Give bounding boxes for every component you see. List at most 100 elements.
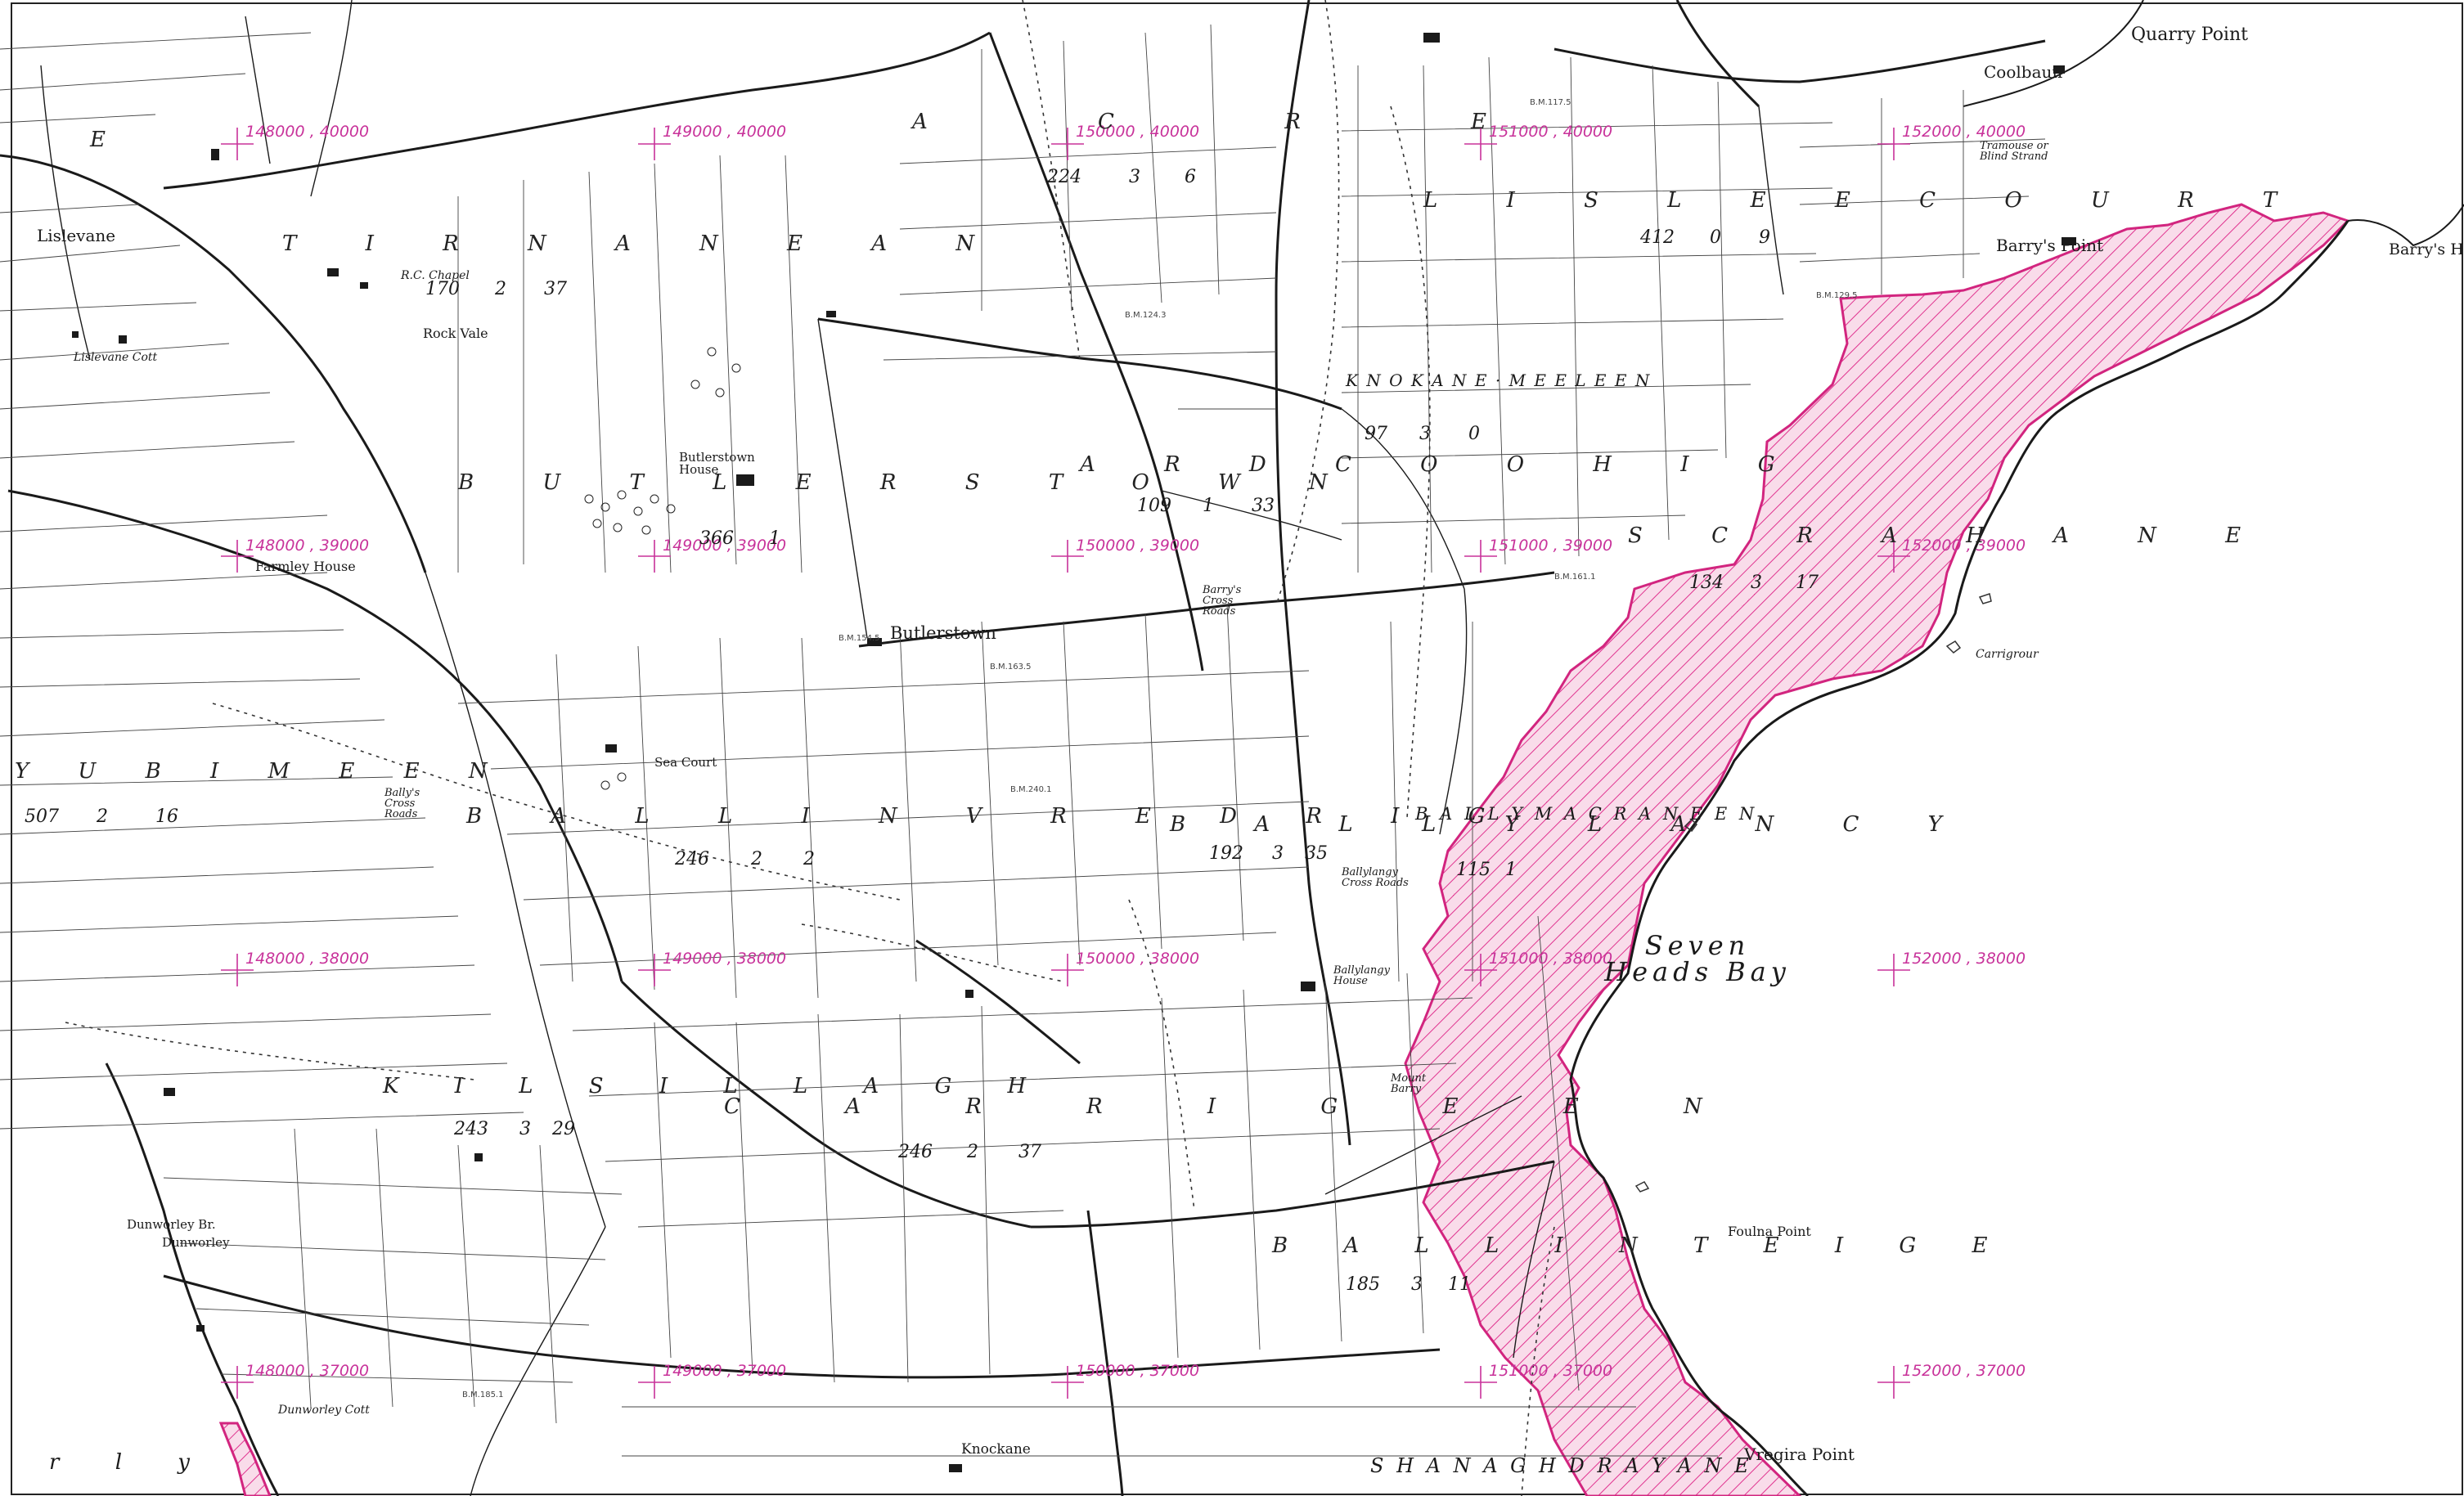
townland-area: 246	[898, 1142, 933, 1162]
townland-area: 97	[1365, 424, 1387, 444]
townland-perch: 17	[1796, 573, 1819, 593]
place-carrigrour[interactable]: Carrigrour	[1976, 648, 2039, 661]
townland-area: 224	[1047, 167, 1081, 187]
spot-height: B.M.154.5	[839, 634, 880, 643]
townland-rood: 1	[1203, 496, 1214, 516]
townland-name[interactable]: A C R E	[912, 110, 1569, 134]
townland-rood: 3	[1272, 843, 1284, 864]
sheet-border	[11, 2, 2463, 1495]
place-barrys-head[interactable]: Barry's H	[2389, 240, 2464, 258]
townland-name[interactable]: B A L L I N T E I G E	[1272, 1233, 2012, 1258]
place-rc-chapel[interactable]: R.C. Chapel	[401, 269, 470, 282]
townland-name[interactable]: T I R N A N E A N	[282, 231, 1006, 256]
place-ballylangy-house[interactable]: Ballylangy House	[1333, 964, 1390, 987]
grid-label: 148000 , 40000	[245, 123, 370, 141]
townland-perch: 9	[1759, 227, 1770, 248]
townland-name[interactable]: C A R R I G E E N	[724, 1094, 1751, 1119]
place-foulna-point[interactable]: Foulna Point	[1728, 1224, 1811, 1239]
place-butlerstown[interactable]: Butlerstown	[890, 623, 996, 643]
place-quarry-point[interactable]: Quarry Point	[2131, 25, 2248, 45]
townland-rood: 3	[1129, 167, 1140, 187]
grid-crosses	[221, 128, 1910, 1399]
townland-perch: 37	[544, 279, 567, 299]
coastline	[1569, 220, 2349, 1496]
rock-marks	[1634, 593, 1992, 1193]
townland-rood: 3	[519, 1119, 531, 1139]
coastal-zone-north[interactable]	[1404, 203, 2350, 1496]
place-tramouse[interactable]: Tramouse or Blind Strand	[1980, 140, 2048, 163]
place-farmley-house[interactable]: Farmley House	[255, 559, 356, 574]
grid-label: 150000 , 38000	[1076, 950, 1200, 968]
place-knockane[interactable]: Knockane	[961, 1441, 1031, 1458]
townland-area: 507	[25, 806, 59, 827]
grid-label: 152000 , 40000	[1902, 123, 2026, 141]
place-sea-court[interactable]: Sea Court	[654, 755, 717, 770]
place-lislevane-cott[interactable]: Lislevane Cott	[74, 351, 158, 364]
place-butlerstown-house[interactable]: Butlerstown House	[679, 450, 755, 477]
townland-name[interactable]: B U T L E R S T O W N	[458, 470, 1359, 495]
place-rock-vale[interactable]: Rock Vale	[423, 326, 488, 341]
spot-height: B.M.163.5	[990, 663, 1032, 672]
grid-label: 150000 , 40000	[1076, 123, 1200, 141]
townland-rood: 3	[1411, 1274, 1423, 1295]
townland-area: 366	[699, 528, 734, 549]
townland-name[interactable]: S H A N A G H D R A Y A N E	[1370, 1454, 1752, 1477]
townland-name[interactable]: L I S L E E C O U R T	[1423, 188, 2309, 213]
main-roads	[0, 0, 2046, 1496]
place-vregira-point[interactable]: Vregira Point	[1744, 1444, 1855, 1464]
grid-label: 148000 , 38000	[245, 950, 370, 968]
townland-perch: 37	[1018, 1142, 1041, 1162]
spot-height: B.M.161.1	[1554, 573, 1596, 582]
townland-rood: 2	[967, 1142, 978, 1162]
spot-height: B.M.185.1	[462, 1390, 504, 1399]
townland-name[interactable]: B A L L Y M A C R A N E E N	[1415, 804, 1758, 824]
townland-name[interactable]: Y U B I M E E N	[15, 759, 509, 784]
townland-area: 185	[1346, 1274, 1380, 1295]
grid-label: 148000 , 37000	[245, 1362, 370, 1380]
coastal-zone-south-west[interactable]	[218, 1422, 272, 1496]
place-dunworley[interactable]: Dunworley	[162, 1235, 230, 1250]
townland-area: 246	[675, 849, 709, 869]
townland-name[interactable]: B A L L Y L A N C Y	[1170, 812, 1973, 837]
grid-label: 149000 , 39000	[663, 537, 787, 555]
townland-rood: 1	[769, 528, 780, 549]
townland-perch: 33	[1252, 496, 1275, 516]
place-dunworley-cott[interactable]: Dunworley Cott	[278, 1404, 370, 1417]
place-dunworley-bridge[interactable]: Dunworley Br.	[127, 1217, 216, 1232]
townland-name[interactable]: K N O K A N E · M E E L E E N	[1346, 371, 1652, 390]
spot-height: B.M.240.1	[1010, 785, 1052, 794]
townland-name[interactable]: B A L L I N V R E D R I G	[466, 804, 1517, 829]
woodland	[584, 347, 741, 790]
townland-perch: 0	[1468, 424, 1480, 444]
townland-perch: 29	[552, 1119, 575, 1139]
grid-label: 151000 , 39000	[1489, 537, 1613, 555]
place-bally-cross-roads[interactable]: Bally's Cross Roads	[384, 787, 420, 820]
grid-label: 151000 , 37000	[1489, 1362, 1613, 1380]
townland-rood: 2	[97, 806, 108, 827]
townland-area: 134	[1689, 573, 1724, 593]
townland-name[interactable]: A R D C O O H I G	[1080, 452, 1806, 477]
place-ballylangy-cross-roads[interactable]: Ballylangy Cross Roads	[1342, 866, 1409, 889]
spot-height: B.M.117.5	[1530, 98, 1571, 107]
place-mount-barry[interactable]: Mount Barry	[1391, 1072, 1427, 1095]
place-coolbaun[interactable]: Coolbaun	[1984, 62, 2063, 82]
townland-name[interactable]: K I L S I L L A G H	[383, 1074, 1051, 1098]
grid-label: 151000 , 38000	[1489, 950, 1613, 968]
townland-rood: 3	[1751, 573, 1762, 593]
grid-label: 150000 , 37000	[1076, 1362, 1200, 1380]
place-barrys-cross-roads[interactable]: Barry's Cross Roads	[1203, 584, 1242, 618]
townland-name[interactable]: S C R A H A N E	[1628, 523, 2273, 548]
grid-label: 151000 , 40000	[1489, 123, 1613, 141]
townland-rood: 0	[1710, 227, 1721, 248]
spot-height: B.M.129.5	[1816, 291, 1858, 300]
field-boundaries	[0, 24, 2046, 1457]
place-lislevane[interactable]: Lislevane	[37, 226, 116, 245]
townland-area: 412	[1640, 227, 1675, 248]
place-seven-heads-bay[interactable]: Seven Heads Bay	[1604, 930, 1791, 987]
place-barrys-point[interactable]: Barry's Point	[1996, 236, 2104, 255]
townland-area: 243	[454, 1119, 488, 1139]
townland-rood: 2	[495, 279, 506, 299]
grid-label: 152000 , 38000	[1902, 950, 2026, 968]
grid-label: 152000 , 39000	[1902, 537, 2026, 555]
